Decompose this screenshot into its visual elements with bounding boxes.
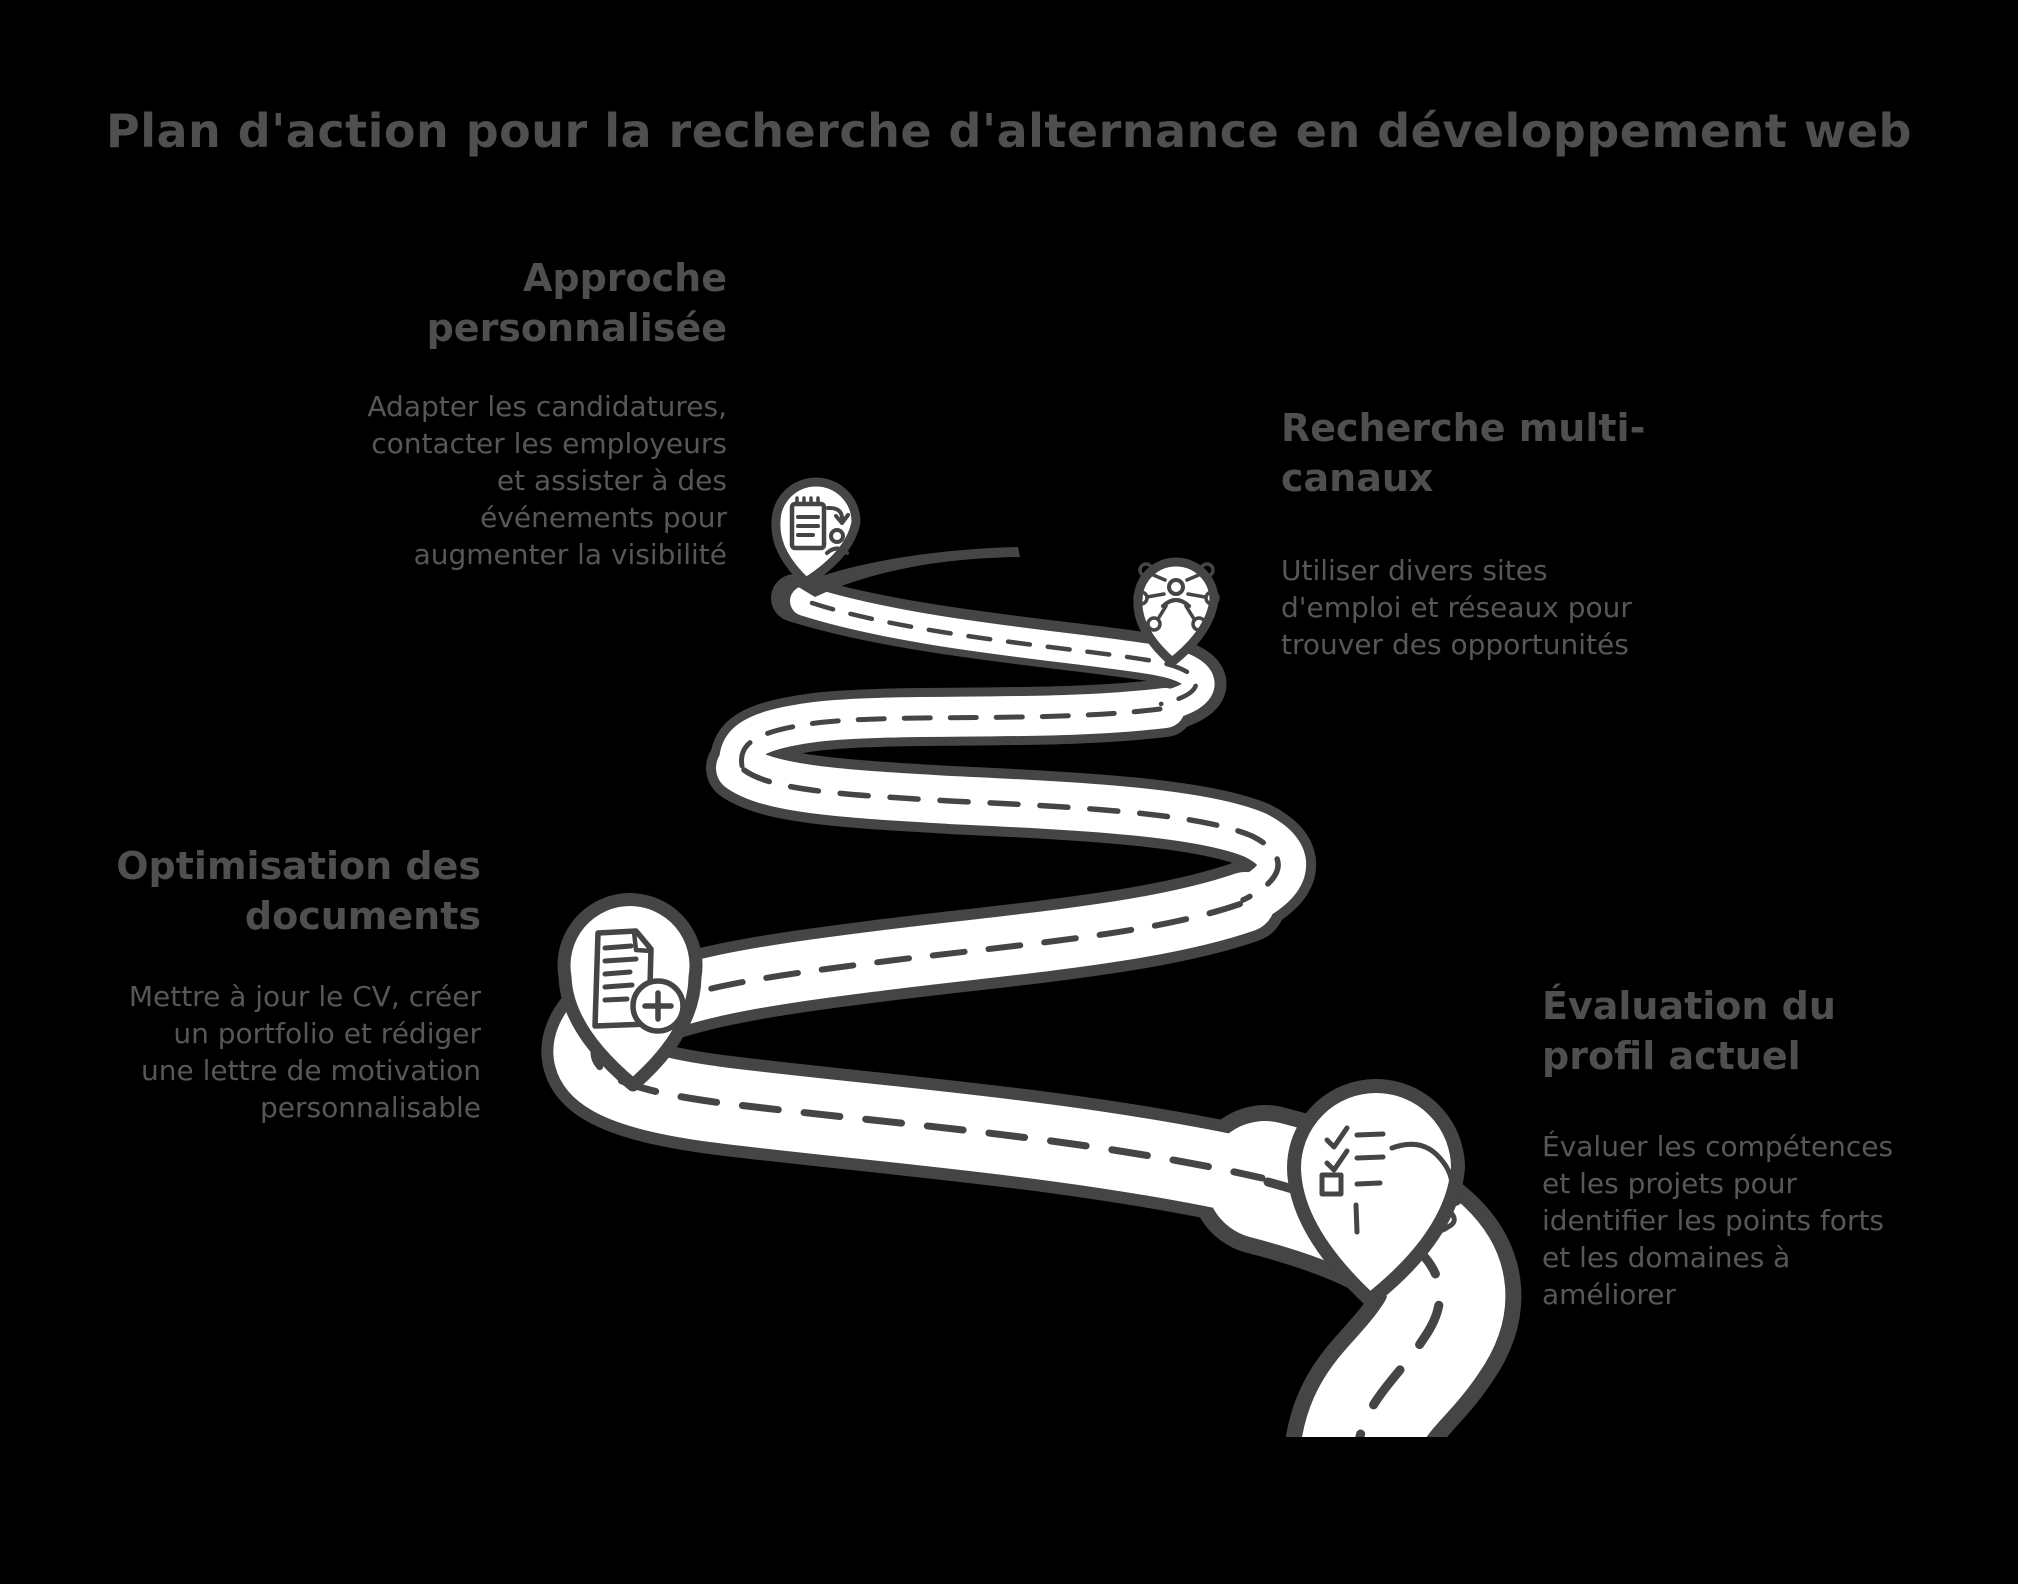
clipboard-sync-icon [789, 496, 850, 555]
milestone-pin-optimisation [557, 893, 703, 1092]
people-network-icon [1133, 562, 1220, 632]
step-body: Mettre à jour le CV, créer un portfolio … [128, 980, 481, 1124]
step-heading: Optimisation des documents [116, 844, 481, 938]
road [541, 547, 1522, 1437]
step-optimisation-des-documents: Optimisation des documents Mettre à jour… [116, 822, 481, 1145]
step-recherche-multi-canaux: Recherche multi- canaux Utiliser divers … [1281, 384, 1645, 682]
page-title: Plan d'action pour la recherche d'altern… [106, 104, 1912, 158]
step-body: Évaluer les compétences et les projets p… [1542, 1130, 1894, 1311]
step-heading: Approche personnalisée [426, 256, 727, 350]
step-body: Utiliser divers sites d'emploi et réseau… [1281, 554, 1632, 661]
milestone-pin-approche [771, 477, 861, 587]
step-evaluation-du-profil-actuel: Évaluation du profil actuel Évaluer les … [1542, 962, 1893, 1332]
milestone-pin-recherche [1133, 557, 1220, 667]
milestone-pin-evaluation [1287, 1079, 1465, 1307]
document-add-icon [592, 928, 686, 1034]
head-checklist-icon [1319, 1125, 1462, 1253]
road-vanishing-tail [795, 547, 1020, 597]
step-heading: Recherche multi- canaux [1281, 406, 1646, 500]
step-body: Adapter les candidatures, contacter les … [367, 390, 727, 571]
step-approche-personnalisee: Approche personnalisée Adapter les candi… [367, 234, 727, 592]
step-heading: Évaluation du profil actuel [1542, 984, 1836, 1078]
